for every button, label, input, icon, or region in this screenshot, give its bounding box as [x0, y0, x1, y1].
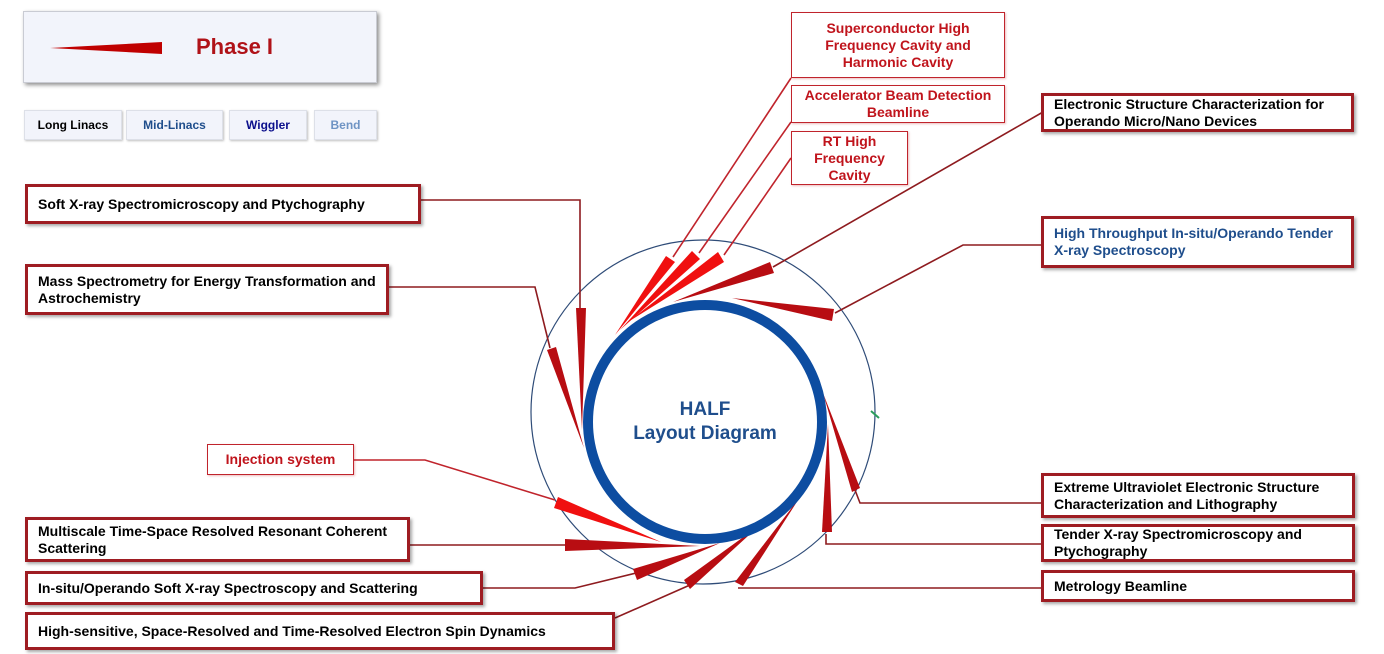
label-tender-xray[interactable]: Tender X-ray Spectromicroscopy and Ptych… [1041, 524, 1355, 562]
label-mass-spectrometry[interactable]: Mass Spectrometry for Energy Transformat… [25, 264, 389, 315]
wedge-high-throughput [732, 298, 834, 321]
connector-rt-cavity [723, 157, 792, 256]
tab-label: Long Linacs [37, 118, 109, 132]
label-insitu-soft-xray[interactable]: In-situ/Operando Soft X-ray Spectroscopy… [25, 571, 483, 605]
tab-label: Bend [330, 118, 361, 132]
connectors [354, 77, 1044, 619]
label-text: RT High Frequency Cavity [814, 132, 885, 183]
legend-title: Phase I [196, 34, 274, 59]
tab-label: Mid-Linacs [143, 118, 206, 132]
label-text: Injection system [225, 451, 336, 467]
label-text: Soft X-ray Spectromicroscopy and Ptychog… [38, 195, 365, 212]
wedge-metrology [735, 497, 800, 586]
tab-long-linacs[interactable]: Long Linacs [24, 110, 122, 140]
connector-soft-xray [421, 199, 581, 308]
label-text: Superconductor High Frequency Cavity and… [825, 19, 971, 70]
connector-mass-spec [389, 286, 551, 349]
wedge-mass-spec [547, 347, 584, 448]
legend-wedge-icon [50, 42, 162, 54]
label-text: Electronic Structure Characterization fo… [1054, 95, 1324, 129]
label-superconductor[interactable]: Superconductor High Frequency Cavity and… [791, 12, 1005, 78]
connector-tender [825, 534, 1043, 545]
label-injection[interactable]: Injection system [207, 444, 354, 475]
label-high-throughput[interactable]: High Throughput In-situ/Operando Tender … [1041, 216, 1354, 268]
wedge-superconductor [615, 256, 675, 335]
connector-insitu [483, 572, 637, 589]
wedge-soft-xray [576, 308, 586, 430]
label-text: In-situ/Operando Soft X-ray Spectroscopy… [38, 579, 418, 596]
tab-wiggler[interactable]: Wiggler [229, 110, 307, 140]
ring-marker [870, 410, 880, 419]
center-title: HALF Layout Diagram [605, 398, 805, 446]
label-text: High-sensitive, Space-Resolved and Time-… [38, 622, 546, 639]
outer-ring [530, 239, 876, 585]
wedge-rt-cavity [628, 252, 724, 322]
wedge-multiscale [565, 539, 700, 551]
label-rt-cavity[interactable]: RT High Frequency Cavity [791, 131, 908, 185]
label-soft-xray-spectromicroscopy[interactable]: Soft X-ray Spectromicroscopy and Ptychog… [25, 184, 421, 224]
center-title-line1: HALF [679, 399, 731, 420]
tab-bend[interactable]: Bend [314, 110, 377, 140]
connector-high-throughput [834, 244, 1043, 314]
label-multiscale[interactable]: Multiscale Time-Space Resolved Resonant … [25, 517, 410, 562]
wedge-electronic-structure [673, 262, 774, 302]
beamline-wedges [547, 251, 860, 589]
wedge-insitu [633, 543, 720, 580]
label-beam-detection[interactable]: Accelerator Beam Detection Beamline [791, 85, 1005, 123]
tab-mid-linacs[interactable]: Mid-Linacs [126, 110, 223, 140]
wedge-injection [554, 497, 661, 542]
tab-label: Wiggler [246, 118, 290, 132]
label-text: Multiscale Time-Space Resolved Resonant … [38, 522, 388, 556]
label-text: Accelerator Beam Detection Beamline [804, 87, 992, 120]
label-text: Metrology Beamline [1054, 577, 1188, 594]
label-text: Extreme Ultraviolet Electronic Structure… [1054, 478, 1320, 512]
wedge-beam-detection [620, 251, 700, 330]
center-title-line2: Layout Diagram [633, 423, 777, 444]
connector-electron-spin [614, 584, 691, 619]
wedge-euv [823, 393, 860, 492]
wedge-tender [822, 424, 832, 532]
label-text: Mass Spectrometry for Energy Transformat… [38, 272, 376, 306]
connector-beam-detection [698, 121, 792, 254]
label-metrology[interactable]: Metrology Beamline [1041, 570, 1355, 602]
connector-injection [354, 459, 556, 501]
wedge-electron-spin [684, 525, 760, 589]
label-electronic-structure[interactable]: Electronic Structure Characterization fo… [1041, 93, 1354, 132]
label-electron-spin[interactable]: High-sensitive, Space-Resolved and Time-… [25, 612, 615, 650]
label-text: Tender X-ray Spectromicroscopy and Ptych… [1054, 526, 1302, 559]
storage-ring [583, 300, 827, 544]
label-text: High Throughput In-situ/Operando Tender … [1054, 225, 1333, 258]
legend-box: Phase I [23, 11, 377, 83]
connector-superconductor [672, 77, 792, 258]
connector-electronic-structure [772, 111, 1044, 268]
connector-euv [854, 489, 1043, 504]
label-euv[interactable]: Extreme Ultraviolet Electronic Structure… [1041, 473, 1355, 518]
